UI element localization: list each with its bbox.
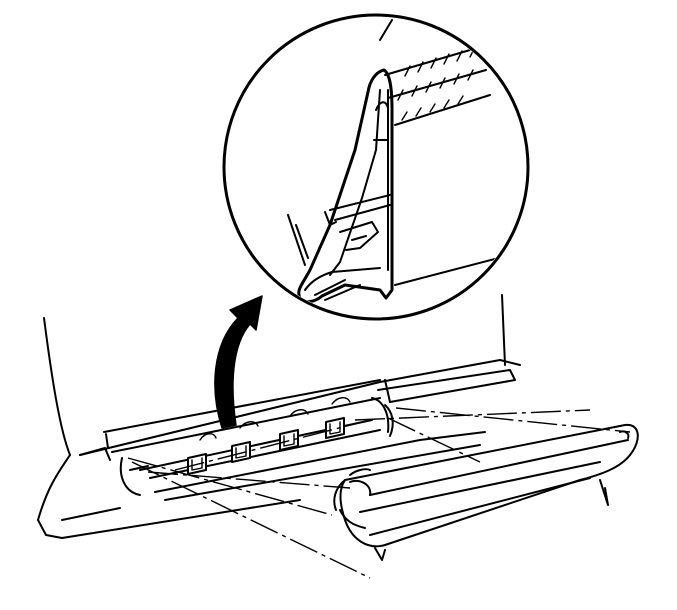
detail-magnifier: [222, 13, 530, 321]
hatch-lines: [397, 46, 476, 121]
clip-3: [279, 409, 309, 451]
clip-2: [231, 421, 259, 463]
retainer-clips: [187, 397, 351, 475]
clip-4: [325, 397, 351, 439]
alignment-lines: [127, 407, 631, 579]
callout-arrow: [214, 295, 263, 429]
vehicle-body: [37, 294, 521, 539]
rocker-molding: [333, 423, 639, 561]
detail-circle-outline: [222, 13, 530, 321]
curved-arrow-icon: [214, 295, 263, 429]
